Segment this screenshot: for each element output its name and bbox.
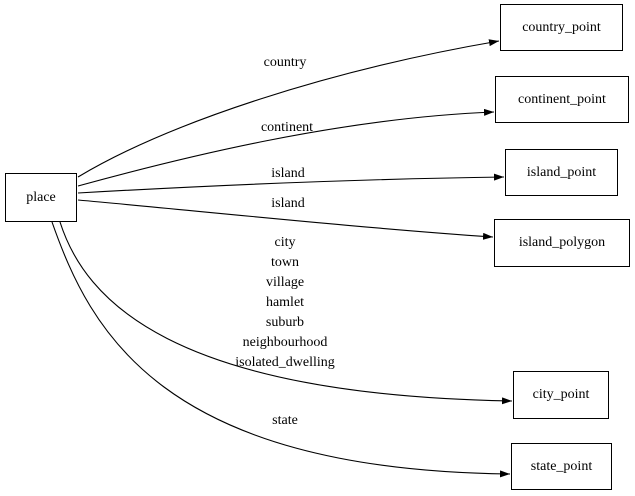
- edge-label-state: state: [272, 413, 298, 428]
- node-island-point-label: island_point: [526, 164, 597, 180]
- edge-label-country: country: [263, 55, 307, 70]
- edge-place-city_point: [59, 221, 513, 405]
- edge-place-country_point: [77, 39, 500, 178]
- edge-label-continent: continent: [260, 120, 314, 135]
- node-city-point-label: city_point: [532, 387, 590, 402]
- node-continent-point: continent_point: [495, 76, 629, 123]
- node-country-point-label: country_point: [522, 19, 601, 35]
- node-island-polygon: island_polygon: [494, 219, 630, 267]
- edge-place-continent_point: [77, 108, 495, 187]
- edge-label-city-types: city town village hamlet suburb neighbou…: [235, 235, 335, 370]
- edge-label-island-point: island: [271, 166, 305, 181]
- node-place: place: [5, 173, 77, 222]
- node-island-point: island_point: [505, 149, 618, 196]
- node-continent-point-label: continent_point: [518, 91, 606, 107]
- node-country-point: country_point: [500, 4, 623, 51]
- node-state-point: state_point: [511, 443, 612, 490]
- node-state-point-label: state_point: [530, 458, 593, 474]
- edge-place-island_polygon: [77, 199, 494, 240]
- node-island-polygon-label: island_polygon: [518, 235, 606, 250]
- edge-place-island_point: [77, 173, 505, 194]
- node-city-point: city_point: [513, 371, 609, 419]
- edge-label-island-polygon: island: [271, 196, 305, 211]
- node-place-label: place: [26, 189, 56, 205]
- edge-place-state_point: [51, 221, 511, 478]
